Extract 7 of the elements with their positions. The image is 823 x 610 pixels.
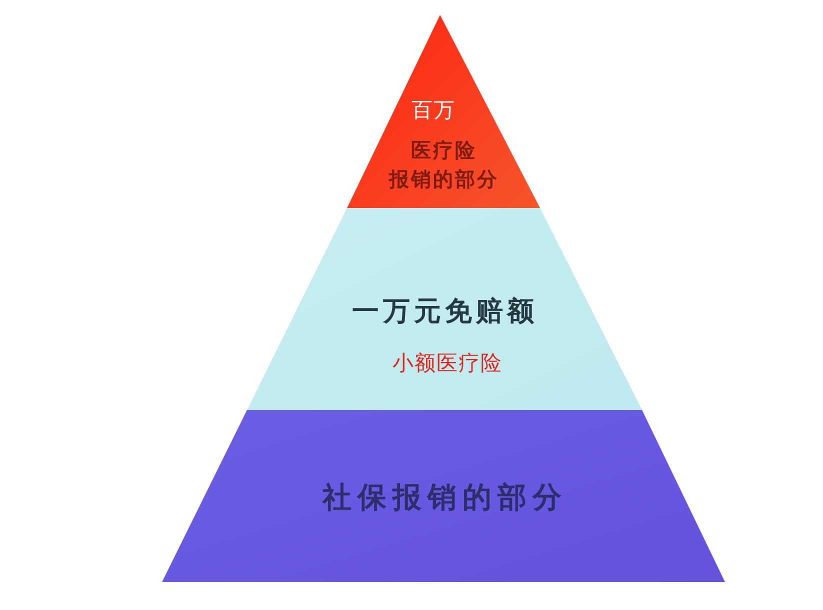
tier-title: 社保报销的部分 — [321, 479, 568, 516]
tier-title: 一万元免赔额 — [351, 295, 538, 329]
pyramid-top-tier — [347, 15, 540, 208]
tier-title: 医疗险报销的部分 — [388, 137, 499, 193]
pyramid-bottom-tier — [162, 410, 725, 582]
tier-caption: 百万 — [410, 97, 456, 124]
tier-subtitle: 小额医疗险 — [392, 350, 502, 377]
